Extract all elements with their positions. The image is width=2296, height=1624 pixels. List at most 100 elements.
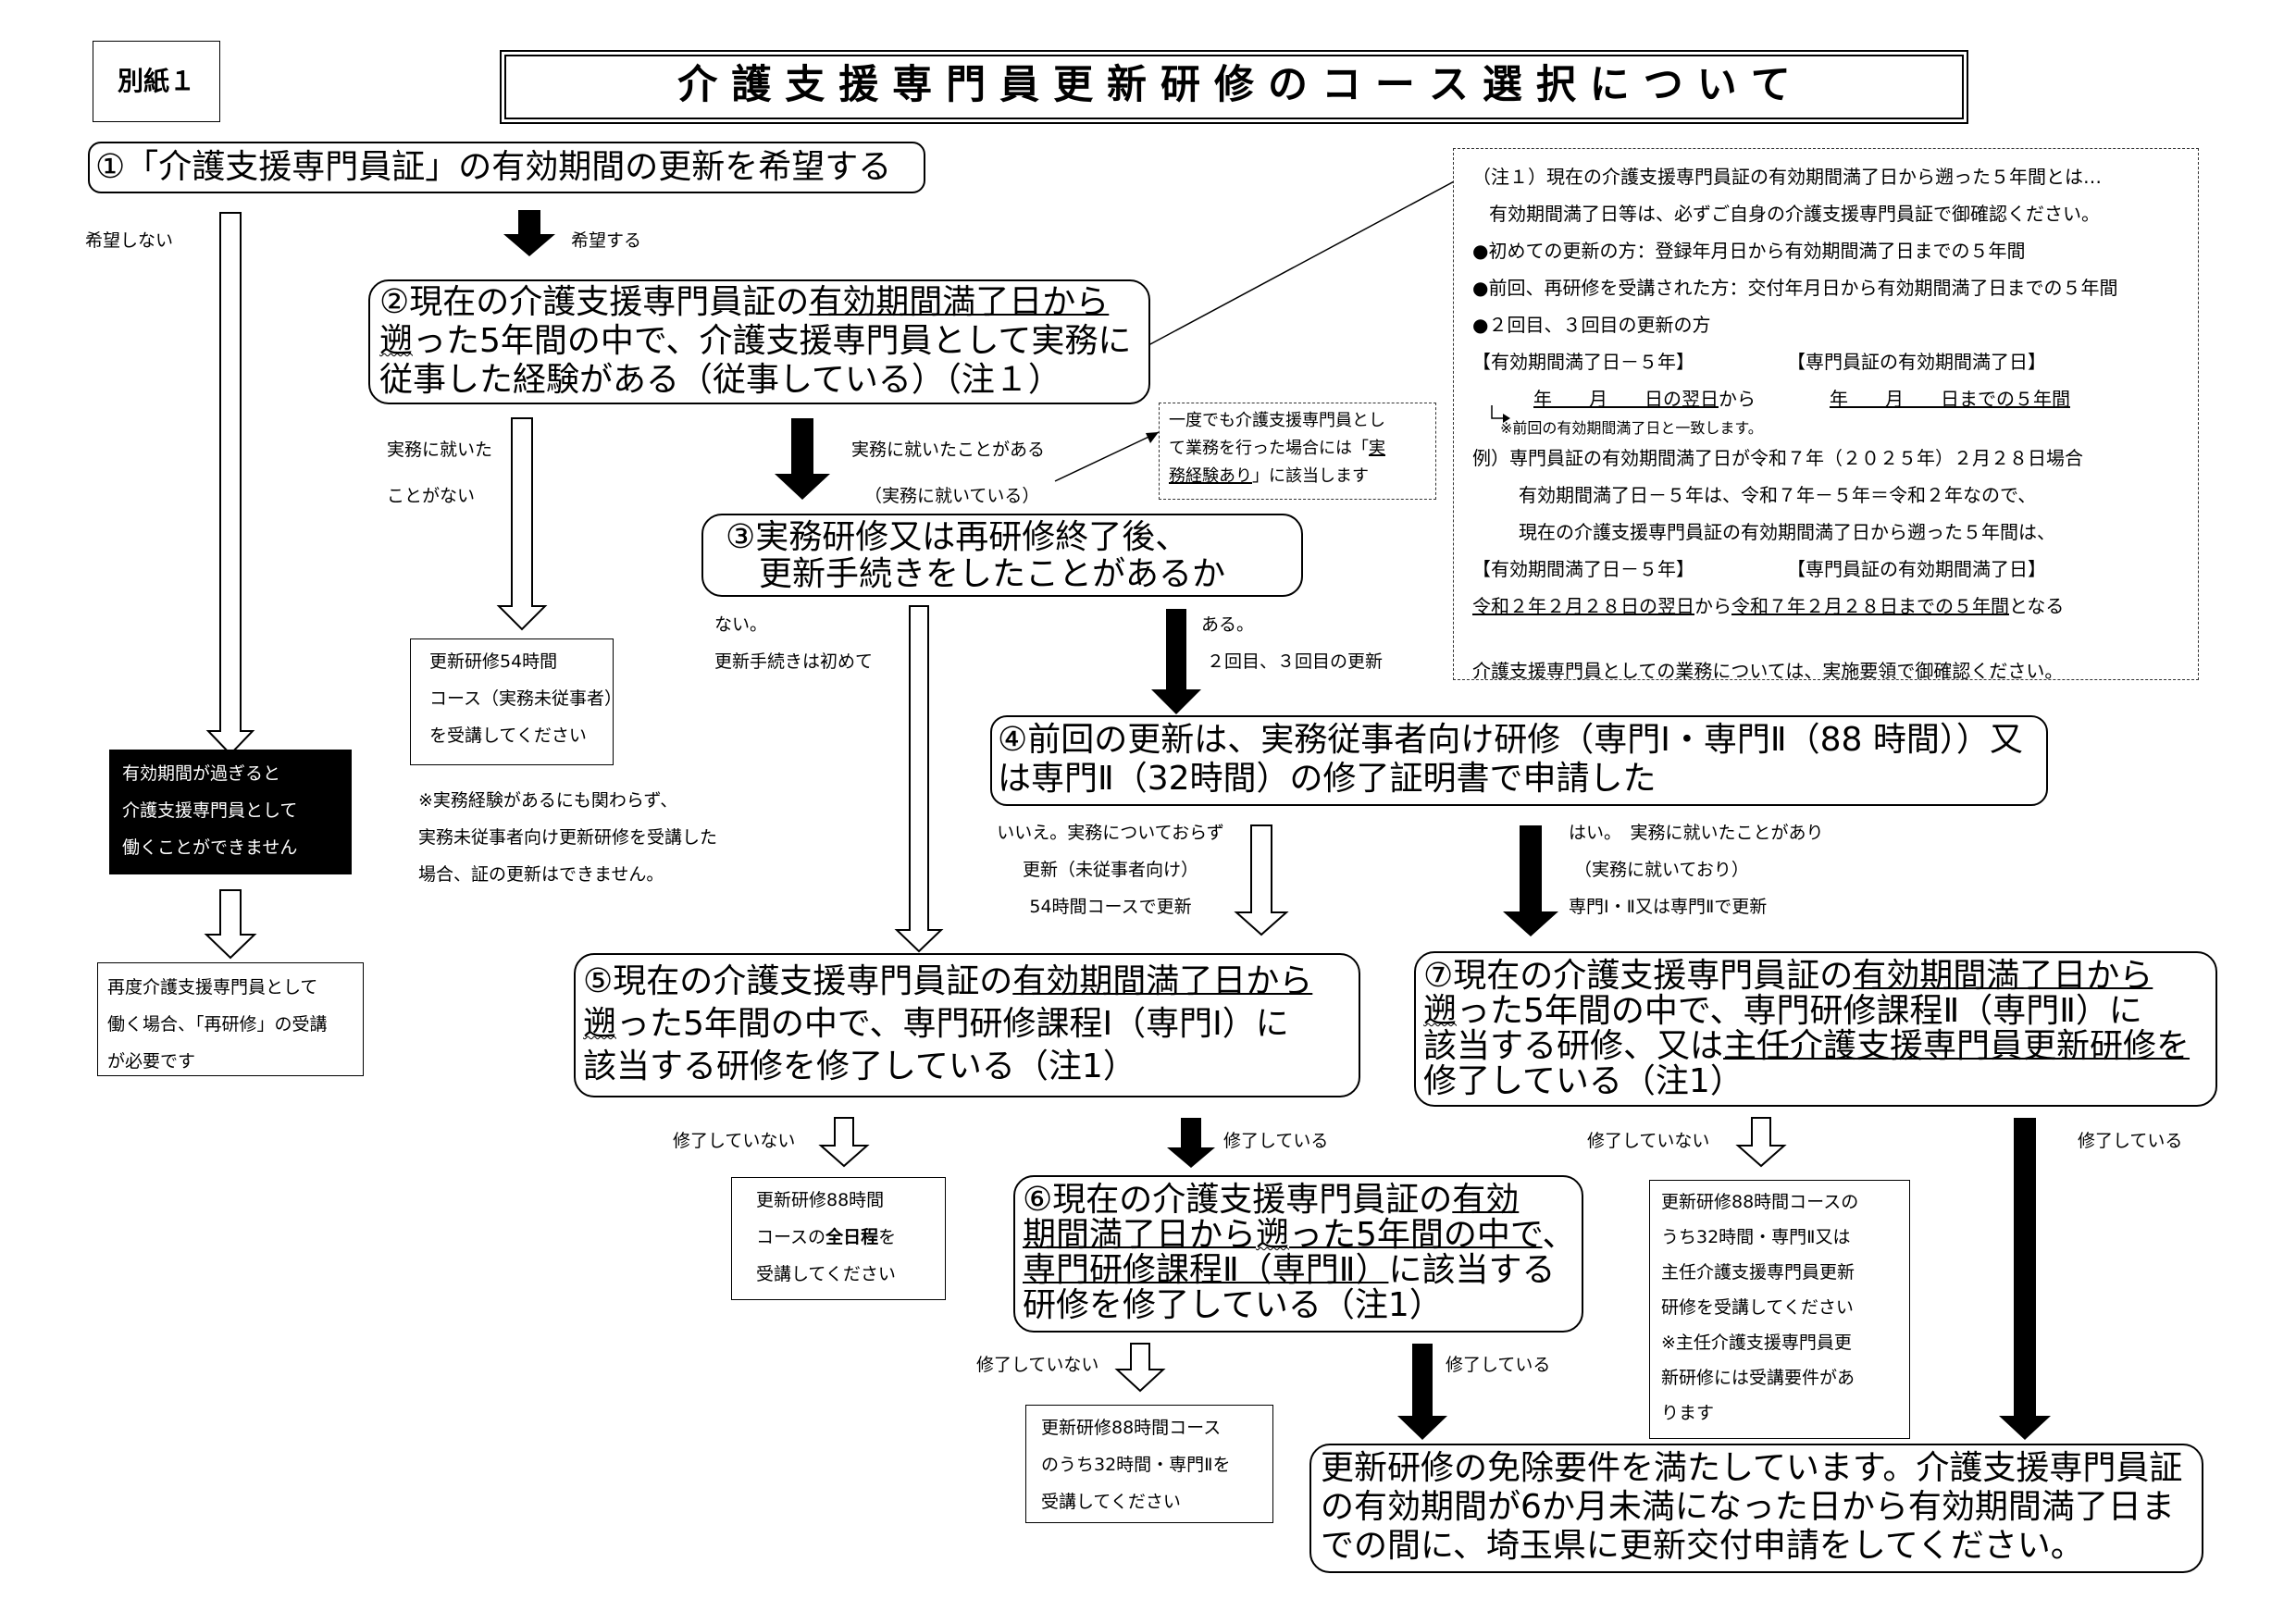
page-title-text: 介 護 支 援 専 門 員 更 新 研 修 の コ ー ス 選 択 に つ い … <box>677 62 1791 108</box>
note-line9: 例）専門員証の有効期間満了日が令和７年（２０２５年）２月２８日場合 <box>1472 447 2083 469</box>
q5-line2: 遡った5年間の中で、専門研修課程Ⅰ（専門Ⅰ）に <box>583 1003 1359 1046</box>
q6-line2-u2: った5年間の中で <box>1289 1216 1543 1254</box>
q6-line2: 期間満了日から遡った5年間の中で、 <box>1023 1218 1582 1253</box>
result-32h-b-line5: ※主任介護支援専門員更 <box>1661 1333 1852 1353</box>
q2-yes-line2: （実務に就いている） <box>864 486 1040 506</box>
note-line2: 有効期間満了日等は、必ずご自身の介護支援専門員証で御確認ください。 <box>1489 203 2100 225</box>
retrain-line2: 働く場合、「再研修」の受講 <box>107 1014 328 1035</box>
q3-line1: ③実務研修又は再研修終了後、 <box>726 518 1189 556</box>
q3-no-line1: ない。 <box>714 614 768 635</box>
q4-no-line3: 54時間コースで更新 <box>1029 897 1192 917</box>
page-title-inner: 介 護 支 援 専 門 員 更 新 研 修 の コ ー ス 選 択 に つ い … <box>504 55 1964 119</box>
q4-no-line2: 更新（未従事者向け） <box>1022 860 1198 880</box>
sheet-label: 別紙１ <box>93 41 220 122</box>
result-32h-box-b: 更新研修88時間コースの うち32時間・専門Ⅱ又は 主任介護支援専門員更新 研修… <box>1649 1180 1910 1439</box>
q6-line4: 研修を修了している（注1） <box>1023 1286 1443 1324</box>
q3-yes-line1: ある。 <box>1201 614 1255 635</box>
page-title: 介 護 支 援 専 門 員 更 新 研 修 の コ ー ス 選 択 に つ い … <box>500 50 1968 124</box>
hollow-arrow-no-experience <box>496 417 548 631</box>
note-line13-b: から <box>1694 595 1731 617</box>
q6-no-label: 修了していない <box>976 1355 1099 1375</box>
q7-line2-u: 遡 <box>1423 992 1458 1030</box>
note-line7-b: から <box>1719 388 1756 410</box>
q6-yes-label: 修了している <box>1446 1355 1551 1375</box>
q5-line1-a: ⑤現在の介護支援専門員証の <box>583 962 1013 1000</box>
result-32h-b-line4: 研修を受講してください <box>1661 1297 1854 1318</box>
q2-line1: ②現在の介護支援専門員証の有効期間満了日から <box>379 283 1148 322</box>
solid-arrow-q5-yes <box>1167 1118 1215 1168</box>
note-line12-b: 【専門員証の有効期間満了日】 <box>1796 558 2046 580</box>
q5-line2-u: 遡 <box>583 1005 617 1043</box>
q7-line1-u: 有効期間満了日から <box>1853 957 2153 995</box>
hollow-arrow-q5-no <box>818 1117 870 1168</box>
q6-line3: 専門研修課程Ⅱ（専門Ⅱ）に該当する <box>1023 1253 1582 1288</box>
note-line8: ※前回の有効期間満了日と一致します。 <box>1500 419 1763 437</box>
note-line1: （注１）現在の介護支援専門員証の有効期間満了日から遡った５年間とは… <box>1472 166 2102 188</box>
experience-note-line3-b: 」に該当します <box>1252 466 1369 486</box>
note-line13-c: 令和７年２月２８日までの５年間 <box>1731 595 2009 617</box>
q6-line3-b: に該当する <box>1388 1251 1556 1289</box>
q6-line2-uw: 遡 <box>1256 1216 1290 1254</box>
q2-box: ②現在の介護支援専門員証の有効期間満了日から 遡った5年間の中で、介護支援専門員… <box>368 279 1150 404</box>
note-line7-c: 年 月 日までの５年間 <box>1830 388 2070 410</box>
note-line6-b: 【専門員証の有効期間満了日】 <box>1796 351 2046 373</box>
note-line5: ●２回目、３回目の更新の方 <box>1472 314 1711 336</box>
note-line10: 有効期間満了日－５年は、令和７年－５年＝令和２年なので、 <box>1519 484 2037 506</box>
pointer-head-experience <box>1146 432 1159 443</box>
result-88h-line2-a: コースの <box>756 1227 826 1247</box>
q2-line2-u: 遡 <box>379 322 414 360</box>
retrain-line1: 再度介護支援専門員として <box>107 977 318 998</box>
result-54h-line3: を受講してください <box>429 725 587 746</box>
exemption-line3: での間に、埼玉県に更新交付申請をしてください。 <box>1321 1527 2084 1565</box>
q3-no-label: ない。 更新手続きは初めて <box>714 606 873 680</box>
q4-no-label: いいえ。実務についておらず 更新（未従事者向け） 54時間コースで更新 <box>953 814 1268 925</box>
q5-line3: 該当する研修を修了している（注1） <box>583 1048 1136 1085</box>
exemption-box: 更新研修の免除要件を満たしています。介護支援専門員証 の有効期間が6か月未満にな… <box>1309 1444 2203 1573</box>
q4-line2: は専門Ⅱ（32時間）の修了証明書で申請した <box>998 760 1657 798</box>
solid-arrow-q6-yes <box>1397 1344 1447 1440</box>
q1-text: ①「介護支援専門員証」の有効期間の更新を希望する <box>95 148 892 186</box>
note-line7: 年 月 日の翌日から年 月 日までの５年間 <box>1478 380 2198 417</box>
note-line13-a: 令和２年２月２８日の翌日 <box>1472 595 1694 617</box>
result-54h-note-line1: ※実務経験があるにも関わらず、 <box>418 790 678 811</box>
exemption-line2: の有効期間が6か月未満になった日から有効期間満了日ま <box>1321 1488 2175 1526</box>
result-32h-a-line3: 受講してください <box>1041 1492 1181 1512</box>
note-line13-d: となる <box>2009 595 2065 617</box>
q4-yes-line3: 専門Ⅰ・Ⅱ又は専門Ⅱで更新 <box>1569 897 1768 917</box>
q2-line3: 従事した経験がある（従事している）（注１） <box>379 361 1061 399</box>
note-line12-a: 【有効期間満了日－５年】 <box>1472 558 1694 580</box>
result-88h-line2-c: を <box>878 1227 897 1247</box>
result-54h-box: 更新研修54時間 コース（実務未従事者） を受講してください <box>410 638 622 765</box>
result-32h-box-a: 更新研修88時間コース のうち32時間・専門Ⅱを 受講してください <box>1025 1405 1273 1523</box>
q2-line2-b: った5年間の中で、介護支援専門員として実務に <box>413 322 1132 360</box>
q2-no-line1: 実務に就いた <box>387 440 493 460</box>
q7-line1-a: ⑦現在の介護支援専門員証の <box>1423 957 1854 995</box>
note-box: （注１）現在の介護支援専門員証の有効期間満了日から遡った５年間とは… 有効期間満… <box>1453 148 2199 682</box>
result-54h-line1: 更新研修54時間 <box>429 651 558 672</box>
q5-box: ⑤現在の介護支援専門員証の有効期間満了日から 遡った5年間の中で、専門研修課程Ⅰ… <box>574 953 1360 1097</box>
result-54h-note: ※実務経験があるにも関わらず、 実務未従事者向け更新研修を受講した 場合、証の更… <box>418 782 717 893</box>
q7-line3-a: 該当する研修、又は <box>1423 1027 1724 1065</box>
q6-box: ⑥現在の介護支援専門員証の有効 期間満了日から遡った5年間の中で、 専門研修課程… <box>1013 1175 1583 1333</box>
solid-arrow-q3-yes <box>1151 609 1201 714</box>
solid-arrow-q1-yes <box>503 210 555 256</box>
expired-line3: 働くことができません <box>122 837 298 858</box>
retrain-line3: が必要です <box>107 1051 196 1072</box>
q2-yes-line1: 実務に就いたことがある <box>851 440 1046 460</box>
q7-line3-u: 主任介護支援専門員更新研修を <box>1723 1027 2191 1065</box>
result-32h-b-line6: 新研修には受講要件があ <box>1661 1368 1855 1388</box>
q5-no-label: 修了していない <box>673 1131 796 1151</box>
note-line14: 介護支援専門員としての業務については、実施要領で御確認ください。 <box>1472 660 2064 682</box>
solid-arrow-q2-yes <box>775 418 830 500</box>
q7-yes-label: 修了している <box>2078 1131 2183 1151</box>
q2-no-line2: ことがない <box>387 486 476 506</box>
note-line6: 【有効期間満了日－５年】【専門員証の有効期間満了日】 <box>1472 343 2198 380</box>
q5-line1-u: 有効期間満了日から <box>1012 962 1313 1000</box>
q5-line1: ⑤現在の介護支援専門員証の有効期間満了日から <box>583 961 1359 1003</box>
result-88h-box: 更新研修88時間 コースの全日程を 受講してください <box>731 1177 946 1300</box>
q2-yes-label: 実務に就いたことがある （実務に就いている） <box>851 431 1045 514</box>
q7-line2: 遡った5年間の中で、専門研修課程Ⅱ（専門Ⅱ）に <box>1423 994 2215 1029</box>
hollow-arrow-q6-no <box>1114 1343 1166 1393</box>
q2-no-label: 実務に就いた ことがない <box>387 431 492 514</box>
